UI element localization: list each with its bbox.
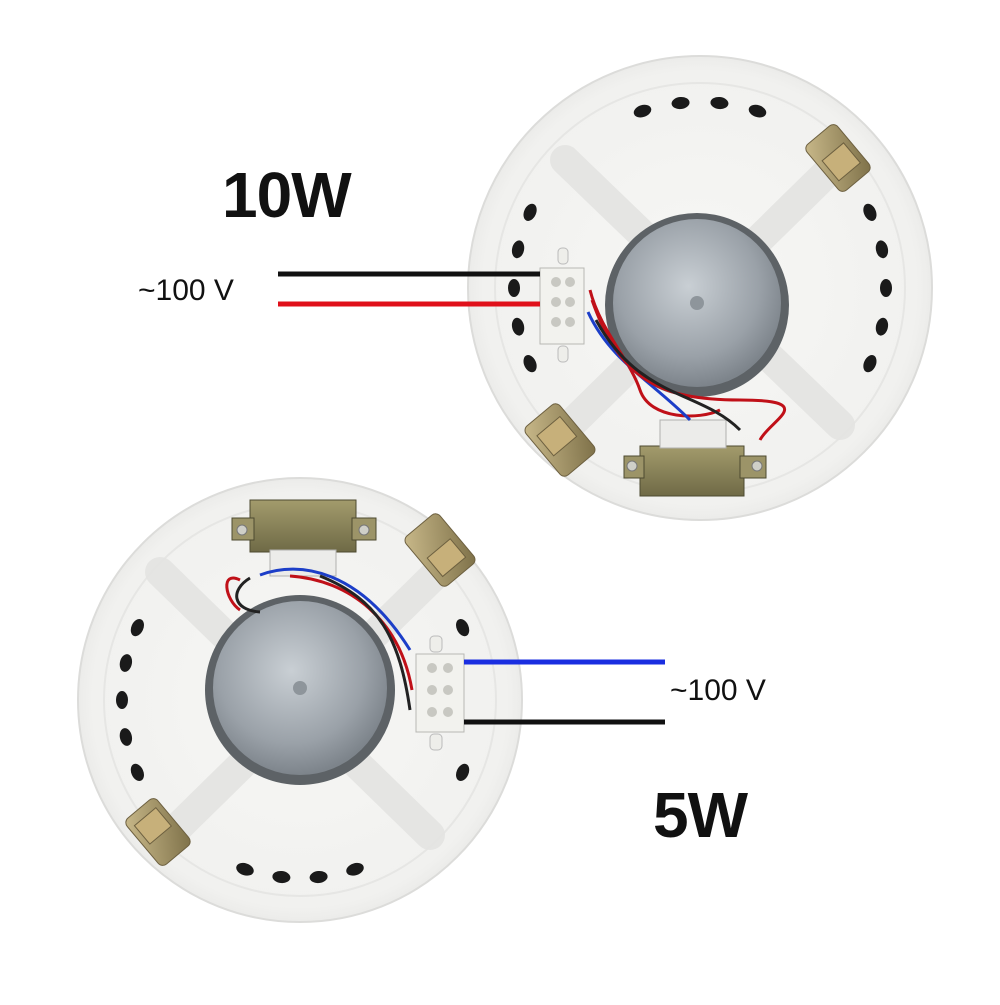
speaker-10w [278, 55, 933, 521]
vent-hole [116, 691, 128, 709]
vent-hole [633, 104, 652, 118]
vent-hole [863, 355, 877, 373]
speaker-5w-internal-wires [225, 567, 414, 711]
vent-hole [511, 317, 525, 336]
vent-hole [130, 763, 144, 781]
vent-hole [130, 619, 144, 637]
speaker-10w-internal-wires [586, 289, 786, 441]
vent-hole [456, 763, 470, 781]
vent-hole [456, 619, 470, 637]
vent-hole [508, 279, 520, 297]
vent-hole [863, 203, 877, 221]
vent-hole [272, 870, 291, 884]
speaker-10w-mounting-clamp [805, 124, 871, 192]
speaker-10w-mounting-clamp [524, 403, 596, 477]
vent-hole [236, 862, 254, 876]
vent-hole [523, 203, 537, 221]
vent-hole [511, 240, 525, 259]
speaker-5w [77, 477, 665, 923]
vent-hole [309, 870, 328, 884]
speaker-5w-vent-holes [116, 619, 470, 884]
vent-hole [880, 279, 892, 297]
vent-hole [523, 355, 537, 373]
vent-hole [119, 728, 133, 746]
vent-hole [875, 240, 889, 259]
speaker-5w-transformer [231, 499, 377, 577]
vent-hole [875, 317, 889, 336]
vent-hole [710, 96, 729, 110]
speaker-10w-power-label: 10W [222, 159, 352, 231]
speaker-5w-voltage-label: ~100 V [670, 674, 766, 707]
speaker-5w-terminal-block [415, 635, 465, 751]
vent-hole [119, 654, 133, 672]
vent-hole [748, 104, 767, 118]
vent-hole [346, 862, 364, 876]
vent-hole [671, 96, 690, 110]
speaker-5w-power-label: 5W [653, 779, 748, 851]
speaker-10w-vent-holes [508, 96, 892, 373]
speaker-10w-voltage-label: ~100 V [138, 274, 234, 307]
speaker-5w-mounting-clamp [404, 513, 476, 587]
speaker-10w-transformer [623, 419, 767, 497]
speaker-5w-mounting-clamp [125, 798, 191, 866]
